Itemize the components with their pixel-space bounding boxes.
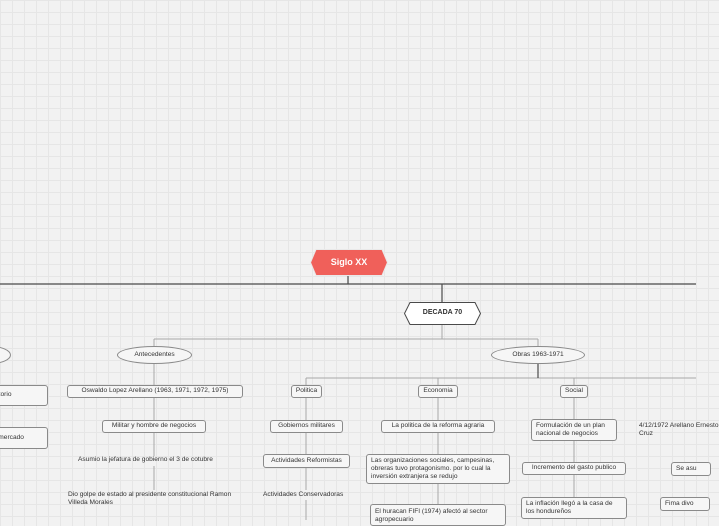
left-item-territorio[interactable]: ritorio (0, 385, 48, 406)
antecedentes-item-lopez-label: Oswaldo Lopez Arellano (1963, 1971, 1972… (81, 387, 229, 395)
left-item-mercado-label: l mercado (0, 433, 24, 441)
social-node[interactable]: Social (560, 385, 588, 398)
politica-item-conservadoras-label: Actividades Conservadoras (263, 491, 344, 498)
decada-node-shape (403, 302, 482, 325)
left-item-territorio-label: ritorio (0, 391, 12, 399)
economia-label: Economia (423, 387, 453, 395)
antecedentes-item-lopez[interactable]: Oswaldo Lopez Arellano (1963, 1971, 1972… (67, 385, 243, 398)
social-item-gasto[interactable]: Incremento del gasto publico (522, 462, 626, 475)
social-item-inflacion[interactable]: La inflación llegó a la casa de los hond… (521, 497, 627, 519)
right-item-asume[interactable]: Se asu (671, 462, 711, 476)
branch-obras[interactable]: Obras 1963-1971 (491, 346, 585, 364)
economia-item-organizaciones[interactable]: Las organizaciones sociales, campesinas,… (366, 454, 510, 484)
economia-item-huracan[interactable]: El huracan FIFI (1974) afectó al sector … (370, 504, 506, 526)
economia-node[interactable]: Economia (418, 385, 458, 398)
branch-obras-label: Obras 1963-1971 (512, 350, 564, 358)
antecedentes-item-jefatura[interactable]: Asumio la jefatura de gobierno el 3 de c… (76, 456, 246, 466)
right-item-asume-label: Se asu (676, 464, 697, 472)
politica-item-gobiernos[interactable]: Gobiernos militares (270, 420, 343, 433)
politica-node[interactable]: Politica (291, 385, 322, 398)
politica-item-gobiernos-label: Gobiernos militares (278, 422, 335, 430)
right-item-arellano-label: 4/12/1972 Arellano Ernesto Cruz (639, 422, 719, 438)
right-item-firma-label: Fima divo (665, 499, 694, 507)
left-item-mercado[interactable]: l mercado (0, 427, 48, 449)
root-node[interactable]: Siglo XX (309, 249, 389, 276)
branch-antecedentes[interactable]: Antecedentes (117, 346, 192, 364)
politica-item-conservadoras[interactable]: Actividades Conservadoras (261, 491, 357, 501)
antecedentes-item-jefatura-label: Asumio la jefatura de gobierno el 3 de c… (78, 456, 213, 463)
economia-item-reforma-label: La politica de la reforma agraria (391, 422, 485, 430)
economia-item-huracan-label: El huracan FIFI (1974) afectó al sector … (375, 508, 488, 524)
antecedentes-item-militar-label: Militar y hombre de negocios (111, 422, 197, 430)
decada-node[interactable]: DECADA 70 (403, 302, 482, 325)
root-label: Siglo XX (330, 256, 368, 267)
politica-item-reformistas-label: Actividades Reformistas (271, 456, 342, 464)
social-item-inflacion-label: La inflación llegó a la casa de los hond… (526, 499, 613, 515)
decada-label: DECADA 70 (422, 309, 463, 317)
politica-label: Politica (295, 387, 318, 395)
right-item-firma[interactable]: Fima divo (660, 497, 710, 511)
social-label: Social (565, 387, 583, 395)
politica-item-reformistas[interactable]: Actividades Reformistas (263, 454, 350, 468)
social-item-gasto-label: Incremento del gasto publico (531, 464, 617, 472)
branch-antecedentes-label: Antecedentes (134, 350, 175, 358)
economia-item-reforma[interactable]: La politica de la reforma agraria (381, 420, 495, 433)
antecedentes-item-militar[interactable]: Militar y hombre de negocios (102, 420, 206, 433)
social-item-plan[interactable]: Formulación de un plan nacional de negoc… (531, 419, 617, 441)
connector-lines (0, 276, 696, 520)
antecedentes-item-golpe-label: Dio golpe de estado al presidente consti… (68, 491, 232, 507)
social-item-plan-label: Formulación de un plan nacional de negoc… (536, 421, 605, 437)
root-node-shape (309, 249, 389, 276)
right-item-arellano[interactable]: 4/12/1972 Arellano Ernesto Cruz (637, 422, 719, 440)
antecedentes-item-golpe[interactable]: Dio golpe de estado al presidente consti… (66, 491, 242, 509)
economia-item-organizaciones-label: Las organizaciones sociales, campesinas,… (371, 456, 495, 481)
